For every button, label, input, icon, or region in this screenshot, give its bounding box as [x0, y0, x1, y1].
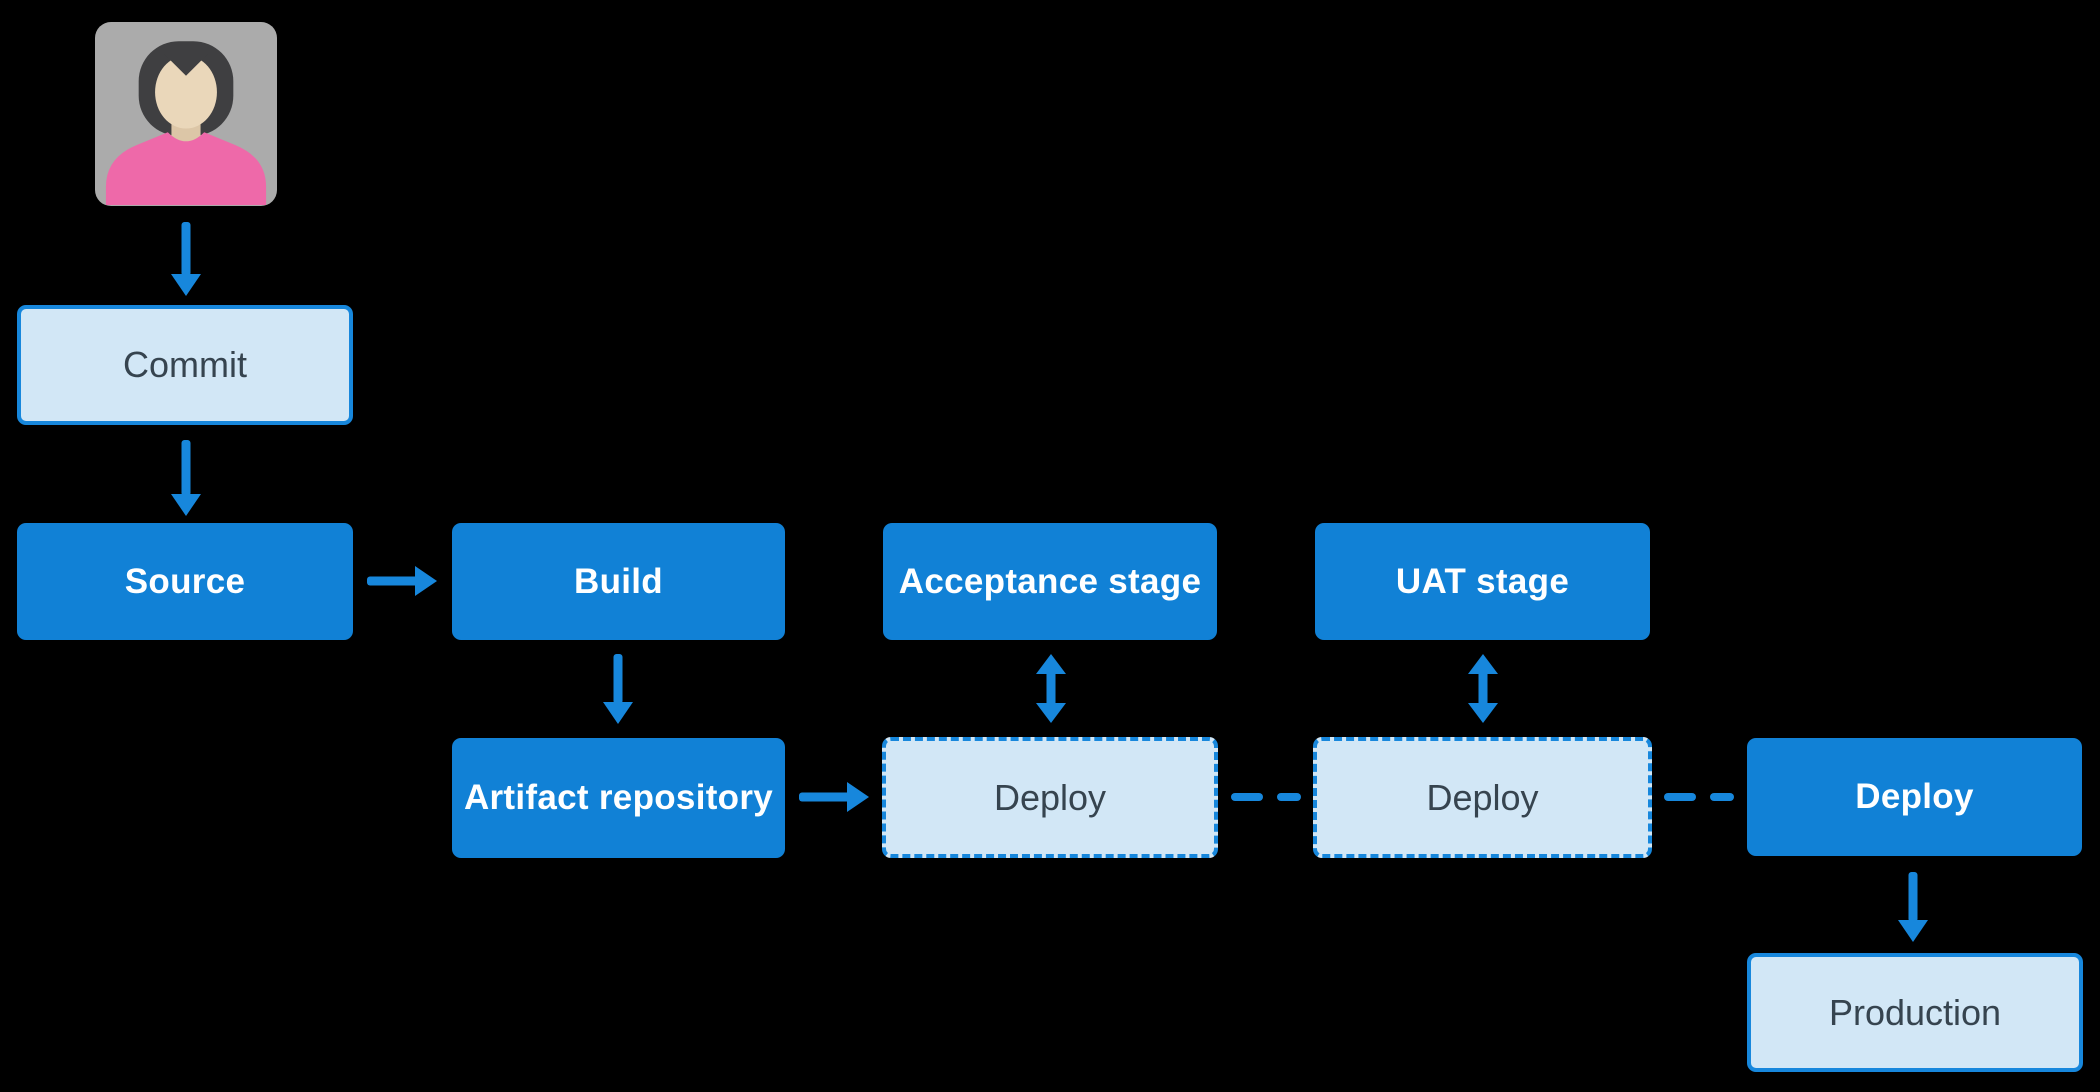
arrow-commit-to-source — [171, 440, 201, 516]
arrow-build-to-artifact — [603, 654, 633, 724]
node-label: Commit — [123, 344, 247, 385]
node-label: Deploy — [993, 776, 1107, 818]
node-artifact-repository: Artifact repository — [452, 738, 785, 858]
person-icon — [105, 41, 267, 205]
node-build: Build — [452, 523, 785, 640]
dashed-connector-deploy1-deploy2 — [1231, 793, 1301, 801]
arrow-source-to-build — [367, 566, 437, 596]
arrow-artifact-to-deploy — [799, 782, 869, 812]
node-production: Production — [1747, 953, 2083, 1072]
node-label: Acceptance stage — [898, 561, 1202, 601]
node-acceptance-stage: Acceptance stage — [883, 523, 1217, 640]
node-label: Source — [124, 561, 246, 601]
node-label: Deploy — [1426, 776, 1539, 818]
arrow-uat-deploy-bidirectional — [1468, 654, 1498, 723]
arrow-avatar-to-commit — [171, 222, 201, 296]
arrow-deploy-to-production — [1898, 872, 1928, 942]
dashed-connector-deploy2-deploy3 — [1664, 793, 1734, 801]
node-label: Deploy — [1855, 777, 1974, 816]
node-deploy-production: Deploy — [1747, 738, 2082, 856]
node-label: Artifact repository — [463, 778, 774, 817]
node-deploy-acceptance: Deploy — [882, 737, 1218, 858]
node-source: Source — [17, 523, 353, 640]
arrow-acceptance-deploy-bidirectional — [1036, 654, 1066, 723]
node-label: UAT stage — [1395, 561, 1570, 601]
node-label: Build — [574, 561, 663, 601]
node-deploy-uat: Deploy — [1313, 737, 1652, 858]
user-avatar — [95, 22, 277, 206]
node-commit: Commit — [17, 305, 353, 425]
node-label: Production — [1828, 991, 2002, 1033]
node-uat-stage: UAT stage — [1315, 523, 1650, 640]
